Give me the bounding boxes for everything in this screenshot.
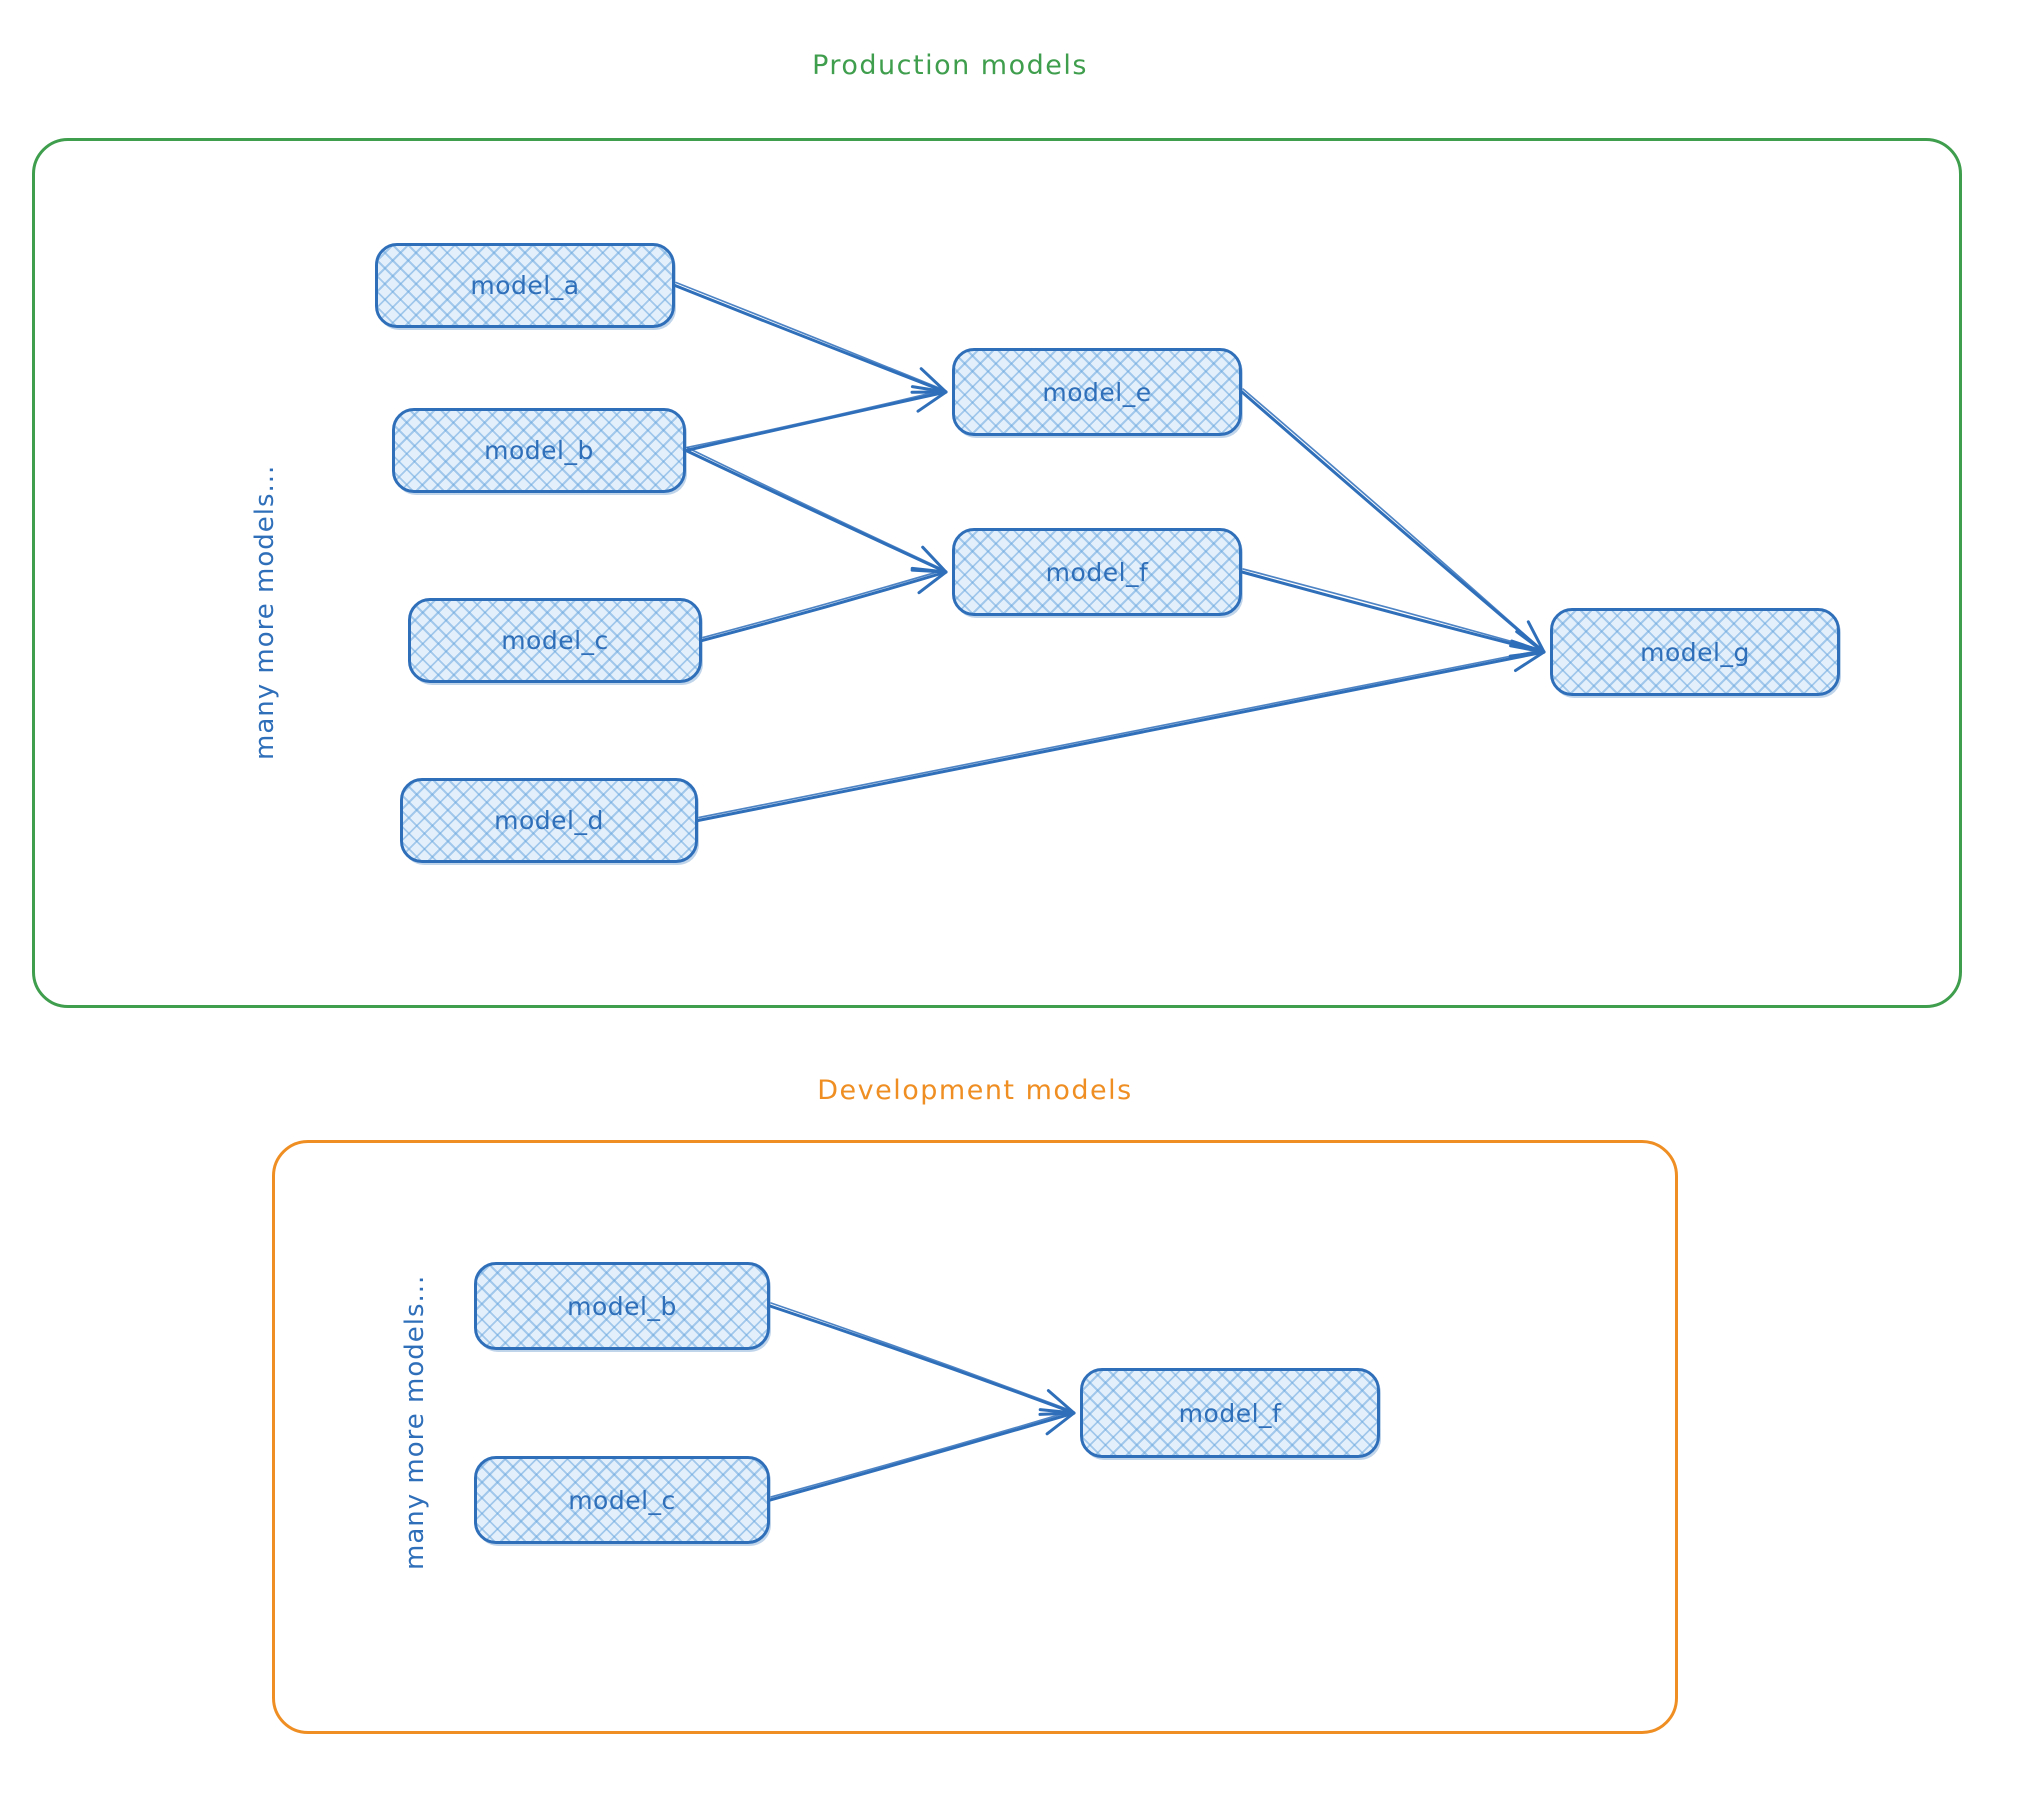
many-more-models-label-production: many more models... (250, 465, 280, 760)
model-node-label: model_b (567, 1292, 677, 1321)
model-node-dev_model_f[interactable]: model_f (1080, 1368, 1380, 1458)
model-node-model_g[interactable]: model_g (1550, 608, 1840, 696)
model-node-model_f[interactable]: model_f (952, 528, 1242, 616)
model-node-dev_model_b[interactable]: model_b (474, 1262, 770, 1350)
model-node-label: model_a (470, 271, 579, 300)
model-node-label: model_g (1640, 638, 1750, 667)
model-node-label: model_f (1046, 558, 1149, 587)
model-node-model_a[interactable]: model_a (375, 243, 675, 328)
model-node-model_e[interactable]: model_e (952, 348, 1242, 436)
model-node-dev_model_c[interactable]: model_c (474, 1456, 770, 1544)
model-node-model_b[interactable]: model_b (392, 408, 686, 493)
group-container-development (272, 1140, 1678, 1734)
model-node-label: model_c (501, 626, 609, 655)
model-node-label: model_f (1179, 1399, 1282, 1428)
many-more-models-label-development: many more models... (400, 1275, 430, 1570)
model-node-label: model_e (1042, 378, 1151, 407)
group-title-production: Production models (812, 50, 1088, 81)
model-node-label: model_c (568, 1486, 676, 1515)
model-node-model_c[interactable]: model_c (408, 598, 702, 683)
group-title-development: Development models (817, 1075, 1132, 1106)
model-node-label: model_d (494, 806, 604, 835)
model-node-label: model_b (484, 436, 594, 465)
model-node-model_d[interactable]: model_d (400, 778, 698, 863)
